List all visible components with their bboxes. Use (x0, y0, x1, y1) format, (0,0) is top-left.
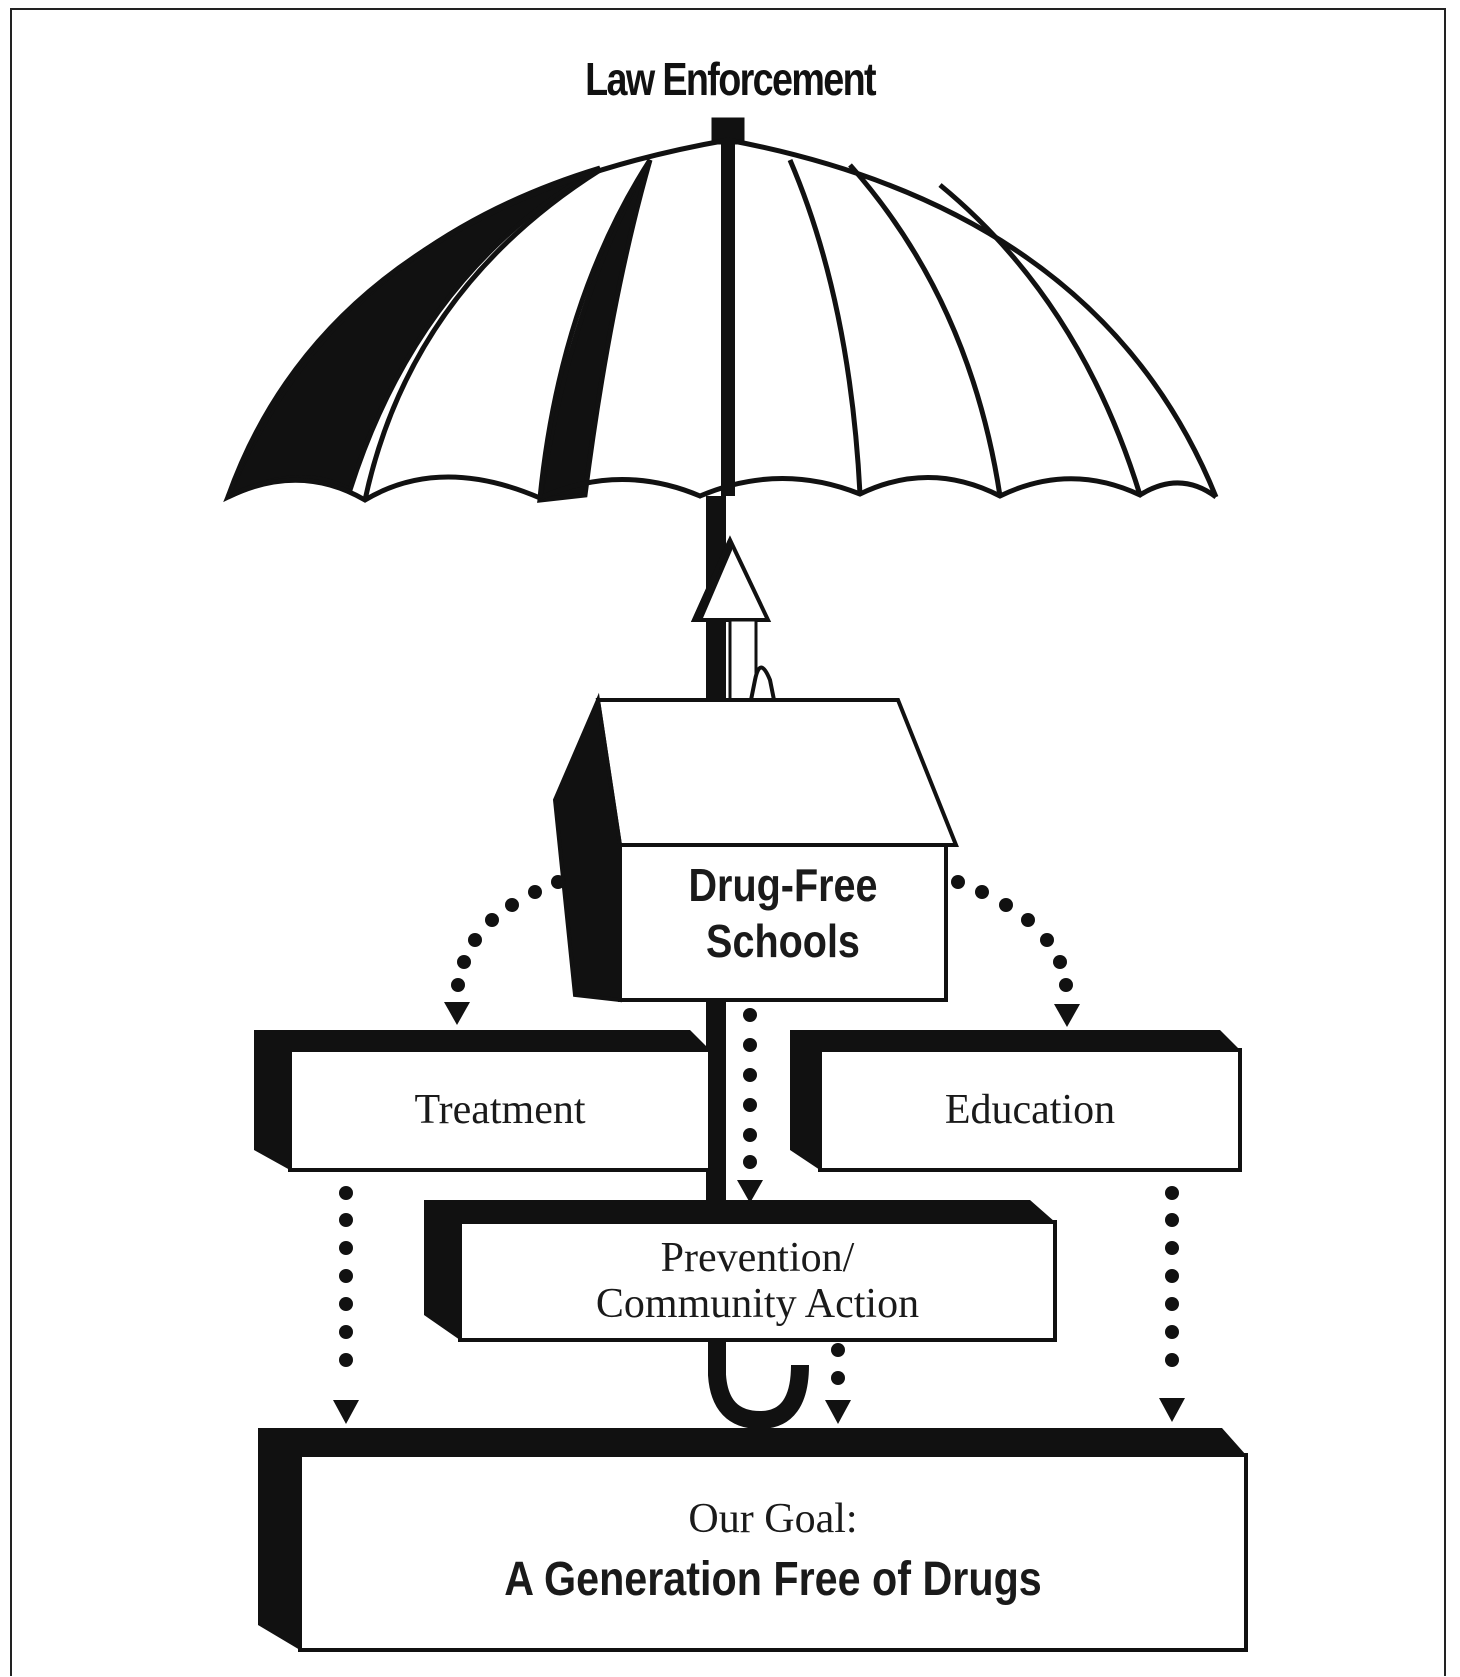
prevention-box-label-line2: Community Action (595, 1281, 920, 1327)
dotted-arrows (333, 875, 1185, 1424)
school-label-line2: Schools (706, 915, 860, 967)
page-border (10, 8, 1446, 1676)
treatment-box-label: Treatment (414, 1087, 586, 1133)
box-shadows (254, 1030, 1246, 1650)
umbrella-handle-icon (708, 1340, 809, 1430)
goal-box-label-line2: A Generation Free of Drugs (504, 1553, 1042, 1606)
schoolhouse-icon (552, 535, 959, 1003)
goal-box-label-line1: Our Goal: (688, 1496, 858, 1542)
school-label-line1: Drug-Free (688, 859, 878, 911)
box-faces (288, 1048, 1248, 1652)
prevention-box-label-line1: Prevention/ (660, 1235, 855, 1281)
diagram-title: Law Enforcement (585, 53, 876, 105)
umbrella-icon (223, 117, 1219, 503)
education-box-label: Education (944, 1087, 1116, 1133)
